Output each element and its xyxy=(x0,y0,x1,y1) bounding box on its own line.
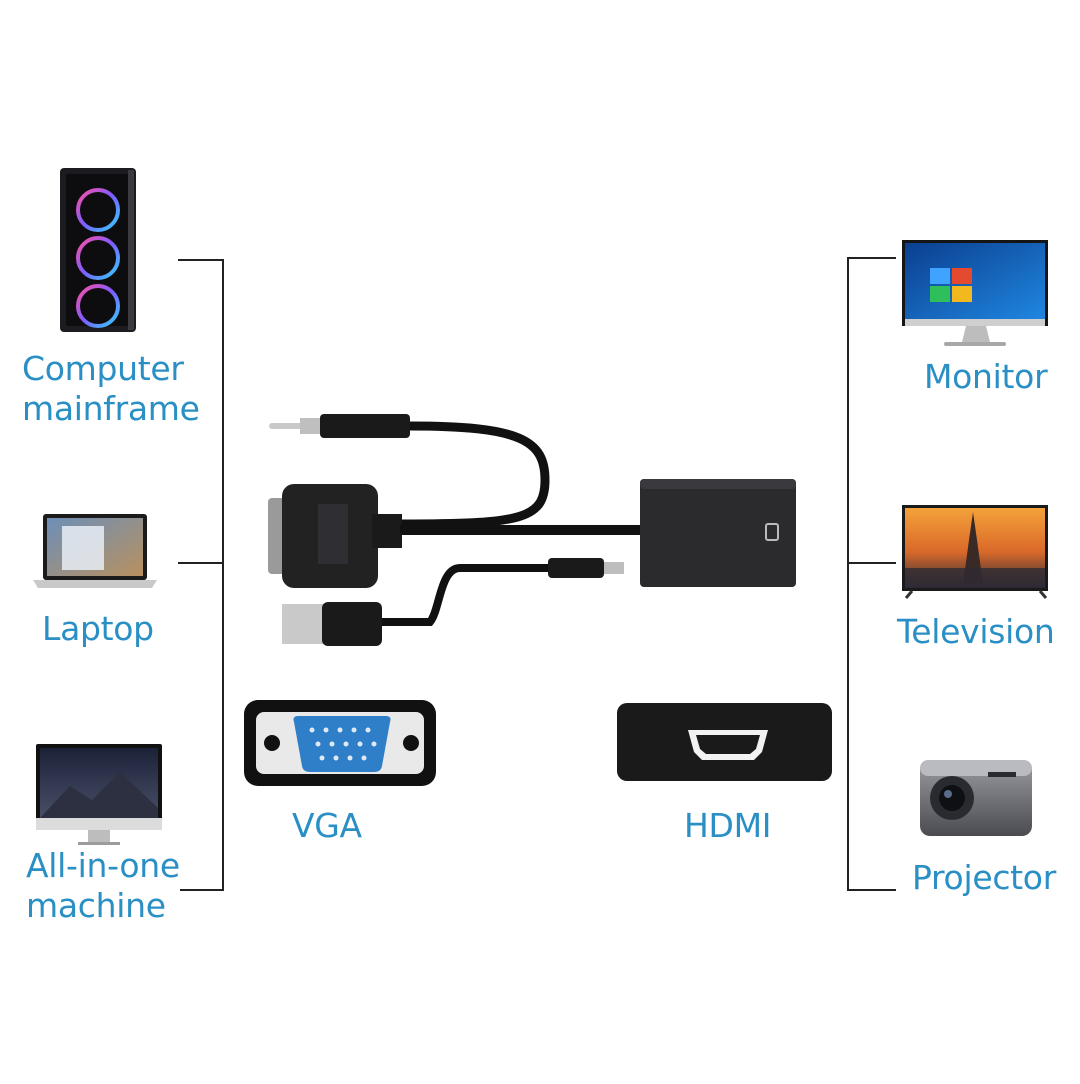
television-icon xyxy=(902,505,1048,599)
source-label-laptop: Laptop xyxy=(42,609,154,648)
vga-port-icon xyxy=(244,700,436,786)
source-bracket xyxy=(178,259,224,891)
display-bracket xyxy=(847,257,896,891)
projector-icon xyxy=(920,760,1032,836)
source-label-computer-mainframe: Computer mainframe xyxy=(22,349,200,428)
pc-tower-icon xyxy=(60,168,136,332)
port-label-hdmi: HDMI xyxy=(684,806,772,845)
port-label-vga: VGA xyxy=(292,806,362,845)
source-label-all-in-one-machine: All-in-one machine xyxy=(26,846,180,925)
hdmi-port-icon xyxy=(617,703,832,781)
display-label-projector: Projector xyxy=(912,858,1056,897)
laptop-icon xyxy=(33,514,157,588)
display-label-television: Television xyxy=(897,612,1055,651)
all-in-one-pc-icon xyxy=(36,744,162,845)
vga-to-hdmi-adapter-icon xyxy=(268,414,796,646)
monitor-icon xyxy=(902,240,1048,346)
display-label-monitor: Monitor xyxy=(924,357,1048,396)
